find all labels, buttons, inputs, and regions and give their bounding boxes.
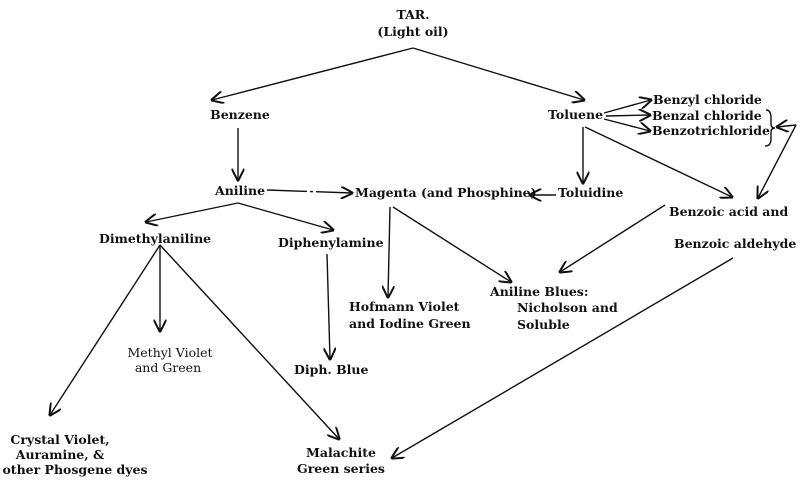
- node-nicholson: Nicholson and: [517, 300, 618, 315]
- nodes: TAR. (Light oil) Benzene Toluene Benzyl …: [2, 7, 796, 477]
- node-malachite: Malachite: [306, 445, 376, 460]
- arrow-diphenylamine-diphblue: [327, 253, 330, 359]
- node-tar: TAR.: [396, 7, 429, 22]
- node-toluene: Toluene: [548, 107, 603, 122]
- node-diphenylamine: Diphenylamine: [278, 235, 384, 250]
- node-hofmann-violet: Hofmann Violet: [349, 299, 460, 314]
- node-aniline: Aniline: [214, 183, 265, 198]
- node-iodine-green: and Iodine Green: [349, 316, 471, 331]
- node-benzene: Benzene: [210, 107, 270, 122]
- arrow-aniline-dimethylaniline: [146, 202, 239, 222]
- node-benzoic-aldehyde: Benzoic aldehyde: [674, 236, 796, 251]
- arrow-dimethyl-malachite: [159, 244, 339, 439]
- arrow-to-benzoic: [758, 124, 797, 198]
- node-dimethylaniline: Dimethylaniline: [99, 231, 211, 246]
- arrow-aniline-magenta: [266, 190, 352, 193]
- node-methyl-green: and Green: [135, 360, 201, 375]
- arrow-toluene-benzal: [605, 115, 650, 116]
- edges: [50, 47, 797, 458]
- arrow-toluene-benzoic: [584, 126, 732, 197]
- arrow-toluene-benzyl: [603, 100, 651, 114]
- node-aniline-blues: Aniline Blues:: [489, 284, 588, 299]
- node-auramine: Auramine, &: [15, 447, 105, 462]
- node-benzotrichloride: Benzotrichloride: [652, 123, 770, 138]
- node-methyl-violet: Methyl Violet: [127, 345, 212, 360]
- node-light-oil: (Light oil): [377, 24, 448, 39]
- arrow-toluene-benzotri: [603, 118, 650, 131]
- arrow-tar-benzene: [212, 47, 414, 100]
- node-phosgene-dyes: other Phosgene dyes: [2, 462, 147, 477]
- arrow-benzoic-anilineblues: [560, 204, 666, 272]
- arrow-benzaldehyde-malachite: [392, 257, 734, 458]
- node-magenta: Magenta (and Phosphine): [355, 185, 537, 200]
- node-benzyl-chloride: Benzyl chloride: [653, 92, 762, 107]
- node-toluidine: Toluidine: [558, 185, 623, 200]
- node-crystal-violet: Crystal Violet,: [10, 432, 109, 447]
- node-soluble: Soluble: [517, 317, 570, 332]
- node-diph-blue: Diph. Blue: [294, 362, 369, 377]
- arrow-magenta-hofmann: [388, 206, 390, 297]
- arrow-dimethyl-crystal: [50, 244, 161, 415]
- arrow-to-brace: [777, 125, 797, 127]
- node-green-series: Green series: [297, 461, 385, 476]
- arrow-magenta-anilineblues: [392, 206, 511, 282]
- brace: [764, 109, 776, 147]
- node-benzoic-acid: Benzoic acid and: [669, 204, 788, 219]
- arrow-aniline-diphenylamine: [237, 202, 333, 230]
- arrow-tar-toluene: [412, 47, 584, 100]
- node-benzal-chloride: Benzal chloride: [652, 108, 762, 123]
